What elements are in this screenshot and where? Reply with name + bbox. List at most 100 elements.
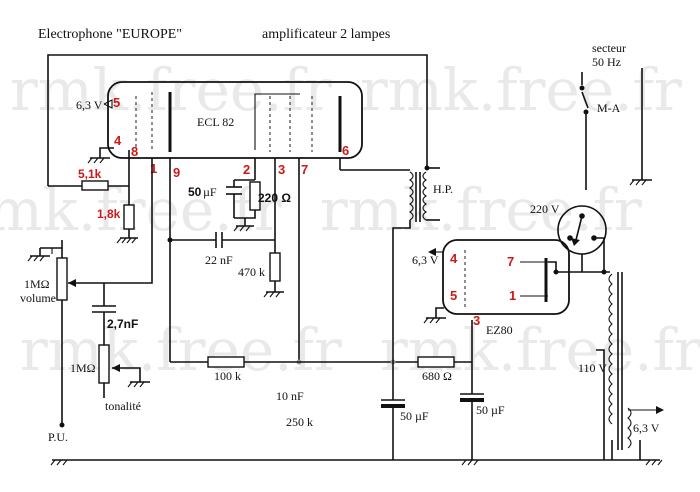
- pt-63v-label: 6,3 V: [633, 421, 660, 435]
- volume-pot-value: 1MΩ: [24, 277, 50, 291]
- mains-ground-h3: [641, 179, 647, 186]
- heater-ground-h3: [99, 157, 105, 164]
- resistor-680: [417, 356, 455, 368]
- ez80-pin-5: 5: [450, 288, 457, 303]
- cathode-return: [234, 210, 256, 219]
- selector-right-lead: [594, 237, 605, 272]
- ground-bus-h6: [473, 459, 479, 466]
- pt-110v-tap: [596, 349, 605, 460]
- tone-ground-h2: [133, 381, 139, 388]
- heater-ground-h2: [93, 157, 99, 164]
- ground-bus-h8: [651, 459, 657, 466]
- selector-arm: [575, 215, 583, 241]
- resistor-1k8: [123, 204, 135, 230]
- gnd-1k8-h4: [131, 237, 137, 244]
- pt-secondary: [627, 407, 632, 449]
- mains-label-2: 50 Hz: [592, 55, 621, 69]
- ground-bus-h5: [467, 459, 473, 466]
- ez80-pin-1: 1: [509, 288, 516, 303]
- tone-label: tonalité: [105, 399, 141, 413]
- schematic-subtitle: amplificateur 2 lampes: [262, 27, 390, 42]
- filter2-label: 50 µF: [476, 403, 505, 417]
- volume-label: volume: [20, 291, 56, 305]
- ecl82-envelope: [107, 81, 363, 159]
- ecl82-pin-2: 2: [243, 162, 250, 177]
- ez80-pin-3: 3: [473, 313, 480, 328]
- cap-10nf-label: 10 nF: [276, 389, 304, 403]
- cathode-cap-label-b: µF: [203, 185, 217, 199]
- ground-bus-h3: [62, 459, 68, 466]
- ground-bus-h1: [50, 459, 56, 466]
- filter1-label: 50 µF: [400, 409, 429, 423]
- ecl82-pin-3: 3: [278, 162, 285, 177]
- cathode-ground-h1: [233, 225, 239, 232]
- ez80-heater-ground-h3: [435, 317, 441, 324]
- heater-ground-wire: [99, 147, 114, 158]
- volume-wiper-arrow: [68, 279, 76, 287]
- ez80-heater-ground-h2: [429, 317, 435, 324]
- pu-node: [59, 422, 65, 428]
- filter2-plate-2: [460, 398, 484, 402]
- resistor-100k-label: 100 k: [214, 369, 241, 383]
- gnd-470k-h1: [263, 291, 269, 298]
- volume-ground-h2: [33, 255, 39, 262]
- resistor-100k: [207, 356, 245, 368]
- resistor-470k: [269, 252, 281, 282]
- ground-bus-h7: [645, 459, 651, 466]
- pt-top-node: [601, 269, 607, 275]
- feedback-wire: [47, 54, 428, 186]
- ecl82-pin-1: 1: [150, 161, 157, 176]
- ez80-to-pt-wire: [548, 261, 610, 273]
- ez80-envelope: [442, 239, 570, 315]
- tone-wiper-gnd: [112, 367, 141, 382]
- heater-arrow-1: [103, 99, 113, 109]
- cathode-ground-h2: [239, 225, 245, 232]
- ecl82-cathode-pentode: [254, 93, 300, 150]
- mains-ground-h2: [635, 179, 641, 186]
- selector-220v-label: 220 V: [530, 202, 560, 216]
- resistor-250k-label: 250 k: [286, 415, 313, 429]
- tone-cap-label: 2,7nF: [107, 317, 138, 331]
- ot-bplus-wire: [392, 220, 411, 362]
- switch-pole-2: [583, 109, 589, 115]
- resistor-1k8-label: 1,8k: [97, 207, 121, 221]
- heater-voltage-2: 6,3 V: [412, 253, 439, 267]
- selector-arrow: [571, 238, 580, 246]
- watermark-row-3b: rmk.free.fr: [380, 316, 700, 384]
- volume-pot: [56, 257, 68, 301]
- heater-arrow-2: [428, 248, 436, 256]
- pt-63v-arrow: [656, 406, 664, 414]
- hp-label: H.P.: [433, 182, 453, 196]
- gnd-470k-h2: [269, 291, 275, 298]
- ecl82-pin-8: 8: [131, 144, 138, 159]
- ot-secondary: [422, 171, 427, 221]
- volume-ground-h3: [39, 255, 45, 262]
- ecl82-pin-6: 6: [342, 143, 349, 158]
- gnd-1k8-h3: [126, 237, 132, 244]
- mains-label-1: secteur: [592, 41, 626, 55]
- pt-110v-label: 110 V: [578, 361, 607, 375]
- switch-label: M-A: [597, 101, 621, 115]
- tone-ground-h1: [127, 381, 133, 388]
- pu-label: P.U.: [48, 430, 68, 444]
- switch-pole-1: [579, 85, 585, 91]
- tone-ground-h3: [139, 381, 145, 388]
- watermark-row-1b: rmk.free.fr: [360, 56, 682, 124]
- ecl82-pin-4: 4: [114, 133, 122, 148]
- ez80-label: EZ80: [486, 323, 513, 337]
- tone-pot: [98, 344, 110, 384]
- volume-ground-h1: [27, 255, 33, 262]
- ecl82-pin-9: 9: [173, 165, 180, 180]
- heater-ground-h1: [87, 157, 93, 164]
- heater-voltage-1: 6,3 V: [76, 98, 103, 112]
- gnd-1k8-h1: [116, 237, 122, 244]
- ecl82-label: ECL 82: [197, 115, 234, 129]
- volume-pot-top-lead: [51, 247, 62, 254]
- resistor-5k1-label: 5,1k: [78, 167, 102, 181]
- resistor-680-label: 680 Ω: [422, 369, 452, 383]
- gnd-470k-h3: [275, 291, 281, 298]
- cathode-ground-h3: [245, 225, 251, 232]
- coupling-cap-label: 22 nF: [205, 253, 233, 267]
